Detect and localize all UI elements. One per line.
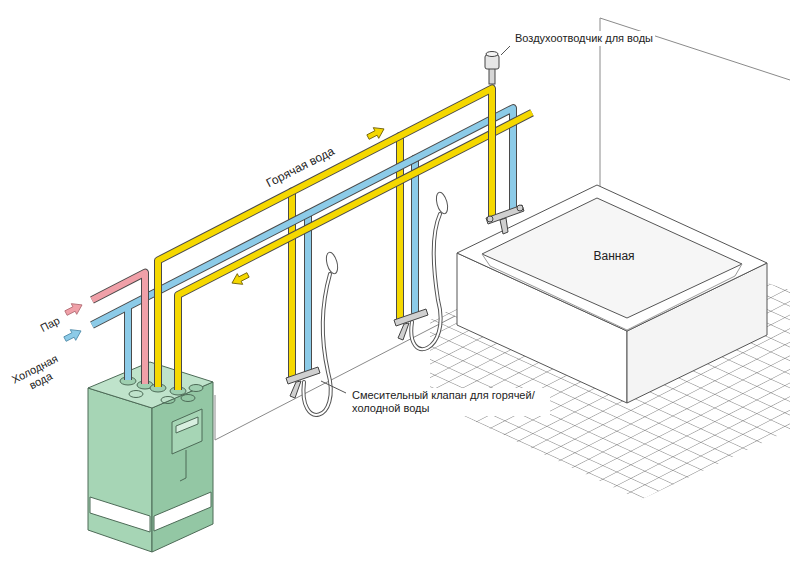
main-pipes: [92, 89, 532, 391]
faucet-spout: [500, 218, 508, 234]
steam-pipe: [92, 273, 145, 384]
label-text: Холодная вода: [4, 348, 72, 401]
wall-line: [600, 18, 790, 80]
control-window: [176, 417, 198, 433]
shower-hose: [411, 214, 440, 349]
area-label: Ванная: [592, 248, 637, 264]
label-text: Горячая вода: [261, 142, 338, 192]
label-text: Смесительный клапан для горячей/ холодно…: [350, 388, 550, 416]
flow-arrows: [62, 124, 386, 345]
tub-basin-edge: [482, 254, 742, 330]
heater-vent: [154, 492, 211, 531]
bath-faucet: [486, 205, 524, 234]
shower-set: [286, 251, 346, 415]
pipe-label: Пар: [36, 312, 64, 336]
control-box: [172, 409, 202, 454]
handwheel: [181, 395, 195, 402]
tub-basin: [482, 198, 742, 318]
wall-line: [215, 395, 216, 440]
label-text: Пар: [36, 312, 64, 336]
wall-line: [215, 316, 455, 440]
valve-spout: [290, 381, 301, 398]
handwheel: [129, 391, 143, 398]
shower-set: [394, 191, 450, 349]
faucet-handle: [487, 216, 493, 222]
leader-line: [501, 46, 510, 55]
flow-arrow: [62, 326, 83, 345]
shower-hose: [411, 214, 440, 349]
flow-arrow: [229, 270, 250, 289]
tub-rim: [457, 185, 767, 331]
faucet-handle: [517, 205, 523, 211]
pipe-label: Горячая вода: [261, 142, 338, 192]
air-vent: [485, 46, 510, 84]
heater-unit: [88, 362, 213, 552]
heater-face: [152, 382, 213, 552]
valve-spout: [398, 323, 409, 340]
pipe-outline: [92, 273, 145, 384]
shower-hose: [303, 274, 330, 415]
fitting: [189, 385, 203, 392]
pipe-outline: [178, 113, 532, 390]
mixing-valve: [286, 367, 320, 384]
callout-label: Смесительный клапан для горячей/ холодно…: [350, 388, 550, 416]
label-text: Воздухоотводчик для воды: [513, 31, 655, 46]
shower-head: [324, 251, 339, 275]
shower-hose: [303, 274, 330, 415]
flow-arrow: [63, 300, 84, 319]
vent-body: [485, 55, 499, 69]
label-text: Ванная: [592, 248, 637, 264]
pipe-label: Холодная вода: [4, 348, 72, 401]
vent-stem: [489, 68, 495, 84]
heater-vent: [90, 497, 150, 532]
heater-top: [88, 362, 213, 408]
shower-head: [434, 191, 449, 215]
handwheel: [161, 397, 175, 404]
vent-cap: [486, 52, 498, 57]
conduit: [180, 450, 186, 481]
heater-face: [88, 388, 152, 552]
leader-line: [321, 381, 346, 393]
callout-label: Воздухоотводчик для воды: [513, 31, 655, 46]
bathtub: [457, 185, 767, 403]
hot-return-pipe: [178, 113, 532, 390]
flow-arrow: [365, 124, 386, 143]
mixing-valve: [394, 309, 428, 326]
